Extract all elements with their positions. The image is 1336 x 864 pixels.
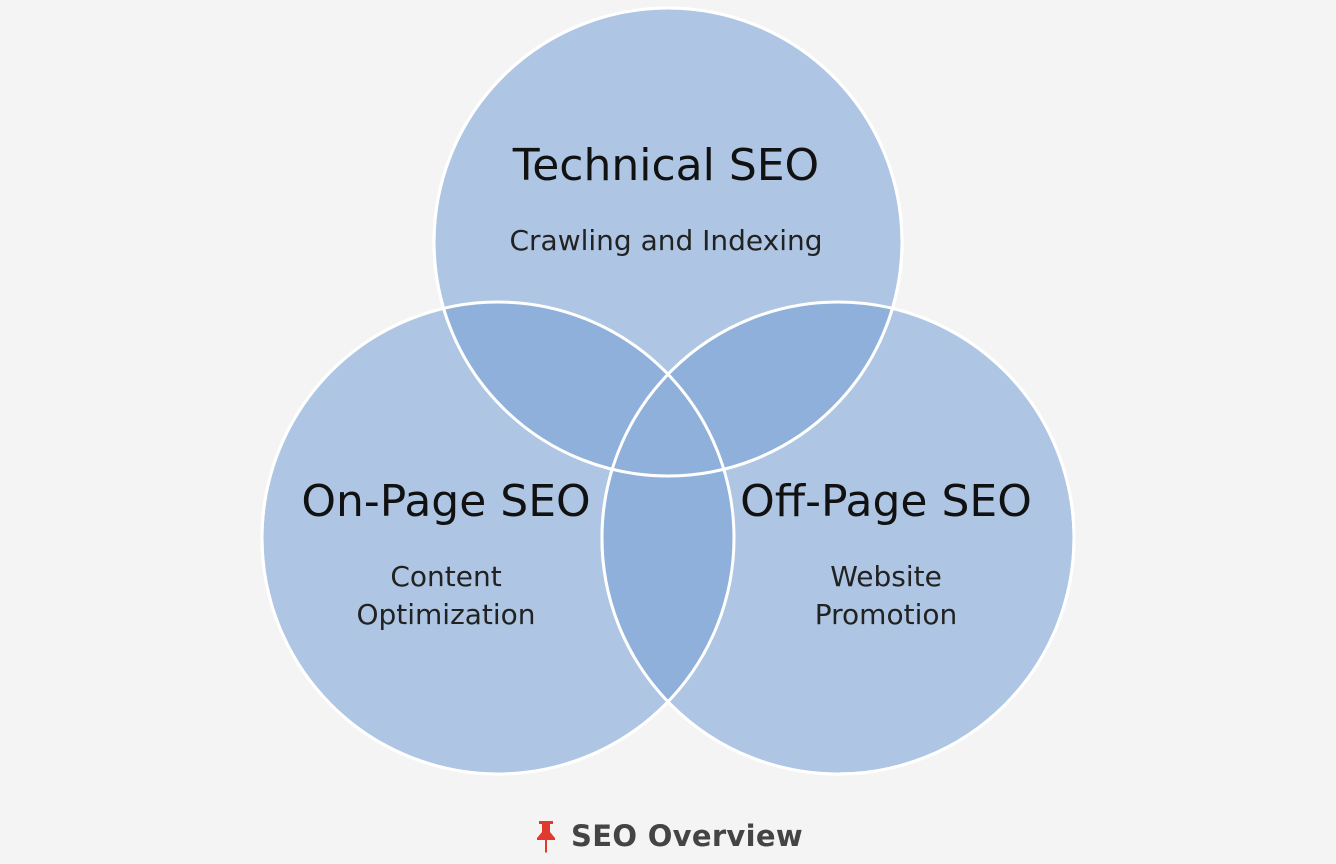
overlap-technical-onpage [434,302,734,476]
caption-text: SEO Overview [571,819,803,853]
on-page-seo-outline [260,300,736,776]
technical-seo-subtitle: Crawling and Indexing [509,224,822,257]
diagram-caption: SEO Overview [0,812,1336,860]
on-page-seo-title: On-Page SEO [301,476,590,527]
venn-diagram: Technical SEO Crawling and Indexing On-P… [260,6,1076,776]
pin-icon [537,821,556,853]
off-page-seo-subtitle-line-1: Website [830,560,942,593]
off-page-seo-outline [600,300,1076,776]
technical-seo-outline [432,6,904,478]
on-page-seo-subtitle-line-1: Content [390,560,501,593]
technical-seo-title: Technical SEO [512,140,819,191]
off-page-seo-subtitle-line-2: Promotion [815,598,957,631]
overlap-technical-offpage [602,302,902,476]
off-page-seo-title: Off-Page SEO [740,476,1032,527]
on-page-seo-subtitle-line-2: Optimization [356,598,535,631]
